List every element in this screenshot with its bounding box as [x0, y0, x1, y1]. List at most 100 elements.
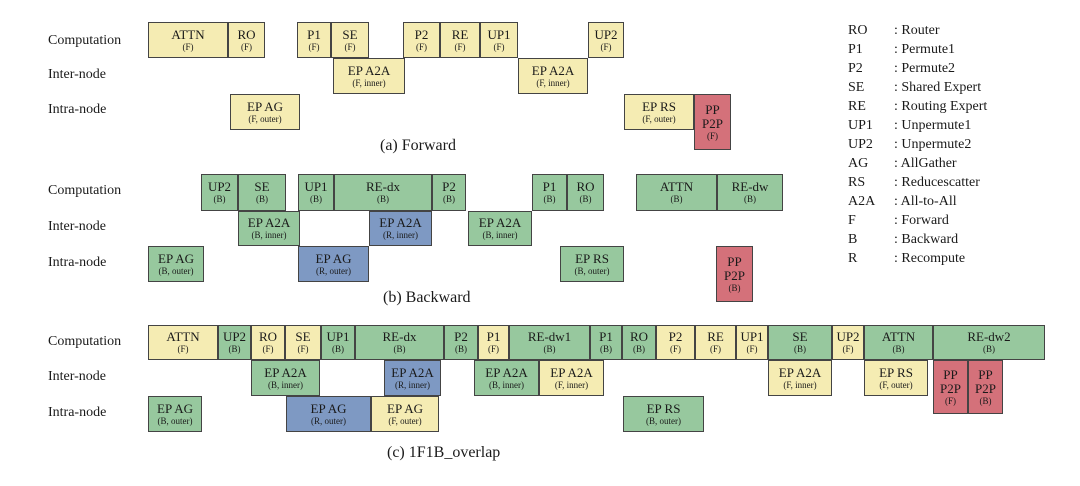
backward-block-ep-rs: EP RS(B, outer) [560, 246, 624, 282]
block-sublabel: (R, outer) [316, 265, 351, 276]
legend-abbr: AG [848, 156, 869, 171]
overlap-block-re-dx: RE-dx(B) [355, 325, 444, 360]
block-label: EP RS [879, 364, 913, 380]
row-label-inter-node: Inter-node [48, 219, 107, 234]
block-sublabel: (F) [746, 344, 758, 354]
forward-block-ep-ag: EP AG(F, outer) [230, 94, 300, 130]
block-label: UP2 [594, 26, 618, 42]
overlap-block-attn: ATTN(F) [148, 325, 218, 360]
legend-desc: : Recompute [894, 251, 966, 266]
forward-block-re: RE(F) [440, 22, 480, 58]
row-label-computation: Computation [48, 334, 122, 349]
block-sublabel: (B, outer) [157, 415, 193, 426]
block-label: EP AG [158, 250, 194, 266]
backward-block-ep-ag: EP AG(B, outer) [148, 246, 204, 282]
overlap-block-p2: P2(B) [444, 325, 478, 360]
backward-block-ep-a2a: EP A2A(R, inner) [369, 211, 432, 246]
overlap-block-up1: UP1(F) [736, 325, 768, 360]
block-sublabel: (F) [670, 344, 681, 354]
overlap-block-ep-a2a: EP A2A(B, inner) [251, 360, 320, 396]
forward-block-se: SE(F) [331, 22, 369, 58]
legend-item: P1: Permute1 [848, 41, 1068, 59]
block-label: EP A2A [778, 364, 822, 380]
block-label: RE-dw1 [527, 329, 572, 344]
row-label-inter-node: Inter-node [48, 67, 107, 82]
block-label: P1 [542, 179, 557, 194]
legend-abbr: UP2 [848, 137, 873, 152]
row-label-intra-node: Intra-node [48, 255, 107, 270]
block-sublabel: (F) [262, 344, 274, 354]
block-sublabel: (B) [600, 344, 612, 354]
block-label: RE-dx [366, 179, 400, 194]
overlap-block-ep-ag: EP AG(F, outer) [371, 396, 439, 432]
row-label-inter-node: Inter-node [48, 369, 107, 384]
block-label: EP A2A [247, 215, 291, 230]
block-label: P2 [414, 26, 429, 42]
block-label: ATTN [166, 329, 200, 344]
legend-item: F : Forward [848, 212, 1068, 230]
forward-block-attn: ATTN(F) [148, 22, 228, 58]
block-label: UP2 [207, 179, 232, 194]
overlap-block-attn: ATTN(B) [864, 325, 933, 360]
block-sublabel: (F) [710, 344, 721, 354]
legend-item: SE: Shared Expert [848, 79, 1068, 97]
legend-abbr: B [848, 232, 858, 247]
overlap-block-up2: UP2(B) [218, 325, 251, 360]
block-sublabel: (B, inner) [482, 230, 518, 240]
block-label: UP1 [326, 329, 350, 344]
overlap-block-up2: UP2(F) [832, 325, 864, 360]
block-sublabel: (B, inner) [489, 379, 524, 390]
legend-abbr: P1 [848, 42, 863, 57]
block-sublabel: (B) [670, 194, 683, 204]
block-label: EP AG [310, 400, 347, 416]
block-label: RE [707, 329, 724, 344]
overlap-block-p2: P2(F) [656, 325, 695, 360]
row-label-computation: Computation [48, 33, 122, 48]
block-sublabel: (F) [297, 344, 309, 354]
backward-block-ep-a2a: EP A2A(B, inner) [238, 211, 300, 246]
legend-item: RO: Router [848, 22, 1068, 40]
legend-abbr: F [848, 213, 856, 228]
block-sublabel: (F) [241, 41, 252, 52]
overlap-block-se: SE(B) [768, 325, 832, 360]
row-label-intra-node: Intra-node [48, 102, 107, 117]
legend-desc: : Forward [894, 213, 949, 228]
block-label: RO [237, 26, 256, 42]
block-sublabel: (F) [182, 41, 194, 52]
block-label: PP [705, 101, 720, 117]
block-label: EP AG [247, 98, 283, 114]
backward-block-se: SE(B) [238, 174, 286, 211]
block-sublabel: (F, outer) [879, 379, 913, 390]
block-label: UP1 [740, 329, 764, 344]
legend-abbr: R [848, 251, 858, 266]
legend-desc: : Routing Expert [894, 99, 988, 114]
legend-desc: : AllGather [894, 156, 957, 171]
forward-block-ro: RO(F) [228, 22, 265, 58]
legend-desc: : Router [894, 23, 940, 38]
backward-block-ep-a2a: EP A2A(B, inner) [468, 211, 532, 246]
row-label-intra-node: Intra-node [48, 405, 107, 420]
block-label: PP [727, 253, 742, 269]
legend-desc: : Unpermute1 [894, 118, 972, 133]
block-label: SE [254, 179, 270, 194]
block-sublabel: (B) [892, 344, 905, 354]
block-sublabel: (F, outer) [642, 113, 676, 124]
block-label: EP A2A [347, 62, 391, 78]
legend-item: B : Backward [848, 231, 1068, 249]
block-sublabel: (B) [633, 344, 645, 354]
block-label: RE-dw [731, 179, 769, 194]
block-sublabel: (F) [344, 41, 356, 52]
forward-block-ep-rs: EP RS(F, outer) [624, 94, 694, 130]
block-label: RE-dw2 [967, 329, 1011, 344]
legend-desc: : Unpermute2 [894, 137, 972, 152]
backward-block-re-dw: RE-dw(B) [717, 174, 783, 211]
block-label: ATTN [881, 329, 916, 344]
overlap-block-up1: UP1(B) [321, 325, 355, 360]
backward-block-ro: RO(B) [567, 174, 604, 211]
legend-desc: : Backward [894, 232, 959, 247]
block-label: ATTN [659, 179, 694, 194]
block-label-2: P2P [702, 115, 723, 131]
block-sublabel: (B, inner) [251, 230, 287, 240]
block-label: EP RS [646, 400, 681, 416]
